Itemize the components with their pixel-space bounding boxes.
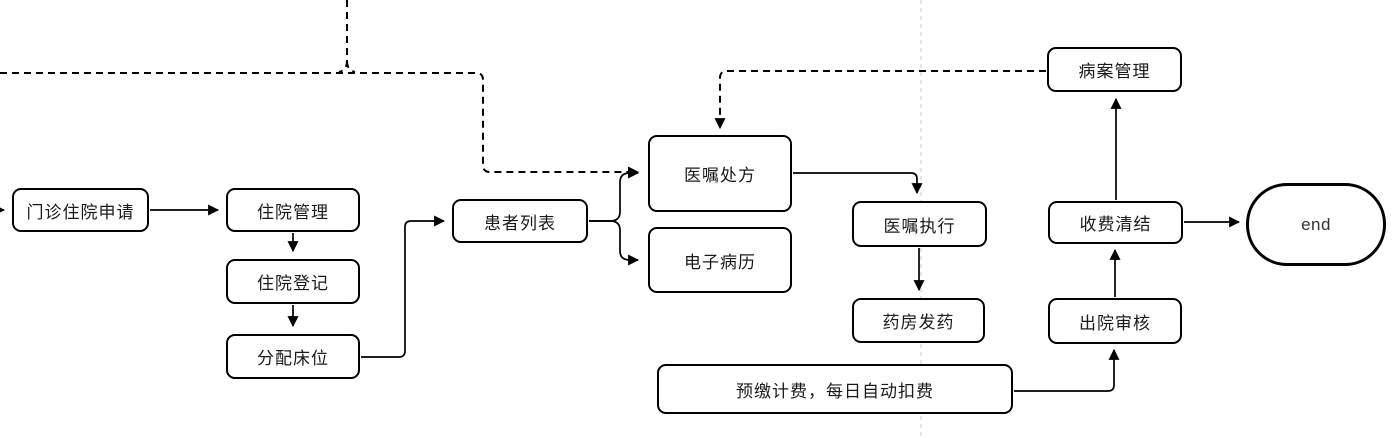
node-medical-records-management[interactable]: 病案管理 bbox=[1047, 47, 1182, 92]
edge-prepaid-billing-to-discharge-review bbox=[1014, 348, 1120, 392]
node-doctor-order-execution[interactable]: 医嘱执行 bbox=[852, 201, 987, 247]
node-admission-registration[interactable]: 住院登记 bbox=[226, 259, 360, 304]
node-label: 病案管理 bbox=[1078, 62, 1151, 81]
node-label: 出院审核 bbox=[1079, 313, 1151, 333]
edge-order-prescription-to-order-execution bbox=[793, 172, 923, 195]
edge-patient-list-to-order-prescription bbox=[589, 167, 640, 222]
node-outpatient-admission-request[interactable]: 门诊住院申请 bbox=[12, 188, 149, 232]
node-admission-management[interactable]: 住院管理 bbox=[226, 188, 360, 232]
node-pharmacy-dispensing[interactable]: 药房发药 bbox=[852, 298, 985, 343]
node-label: 医嘱执行 bbox=[883, 216, 956, 236]
node-label: 收费清结 bbox=[1079, 215, 1152, 234]
node-label: 医嘱处方 bbox=[684, 166, 756, 185]
node-prepaid-billing[interactable]: 预缴计费，每日自动扣费 bbox=[657, 364, 1013, 414]
node-patient-list[interactable]: 患者列表 bbox=[452, 199, 588, 243]
node-end-terminator[interactable]: end bbox=[1246, 183, 1386, 266]
node-billing-settlement[interactable]: 收费清结 bbox=[1048, 201, 1183, 244]
node-label: 住院管理 bbox=[257, 202, 329, 222]
edge-bed-assignment-to-patient-list bbox=[361, 215, 446, 358]
node-label: 分配床位 bbox=[257, 349, 329, 368]
node-label: 住院登记 bbox=[257, 274, 329, 293]
node-label: 门诊住院申请 bbox=[26, 202, 135, 222]
edge-dashed-records-management-to-order-prescription bbox=[714, 70, 1046, 130]
edge-dashed-top-branch bbox=[338, 0, 356, 73]
node-discharge-review[interactable]: 出院审核 bbox=[1048, 298, 1182, 344]
node-label: 患者列表 bbox=[484, 213, 556, 233]
node-bed-assignment[interactable]: 分配床位 bbox=[226, 334, 360, 379]
node-electronic-medical-record[interactable]: 电子病历 bbox=[648, 227, 792, 293]
node-label: 电子病历 bbox=[684, 252, 756, 272]
node-label: 药房发药 bbox=[882, 313, 955, 332]
node-label: 预缴计费，每日自动扣费 bbox=[736, 381, 934, 401]
node-label: end bbox=[1301, 214, 1331, 234]
edge-patient-list-to-emr bbox=[589, 220, 640, 266]
node-doctor-order-prescription[interactable]: 医嘱处方 bbox=[648, 135, 792, 212]
edge-dashed-external-to-order-prescription bbox=[0, 72, 640, 178]
